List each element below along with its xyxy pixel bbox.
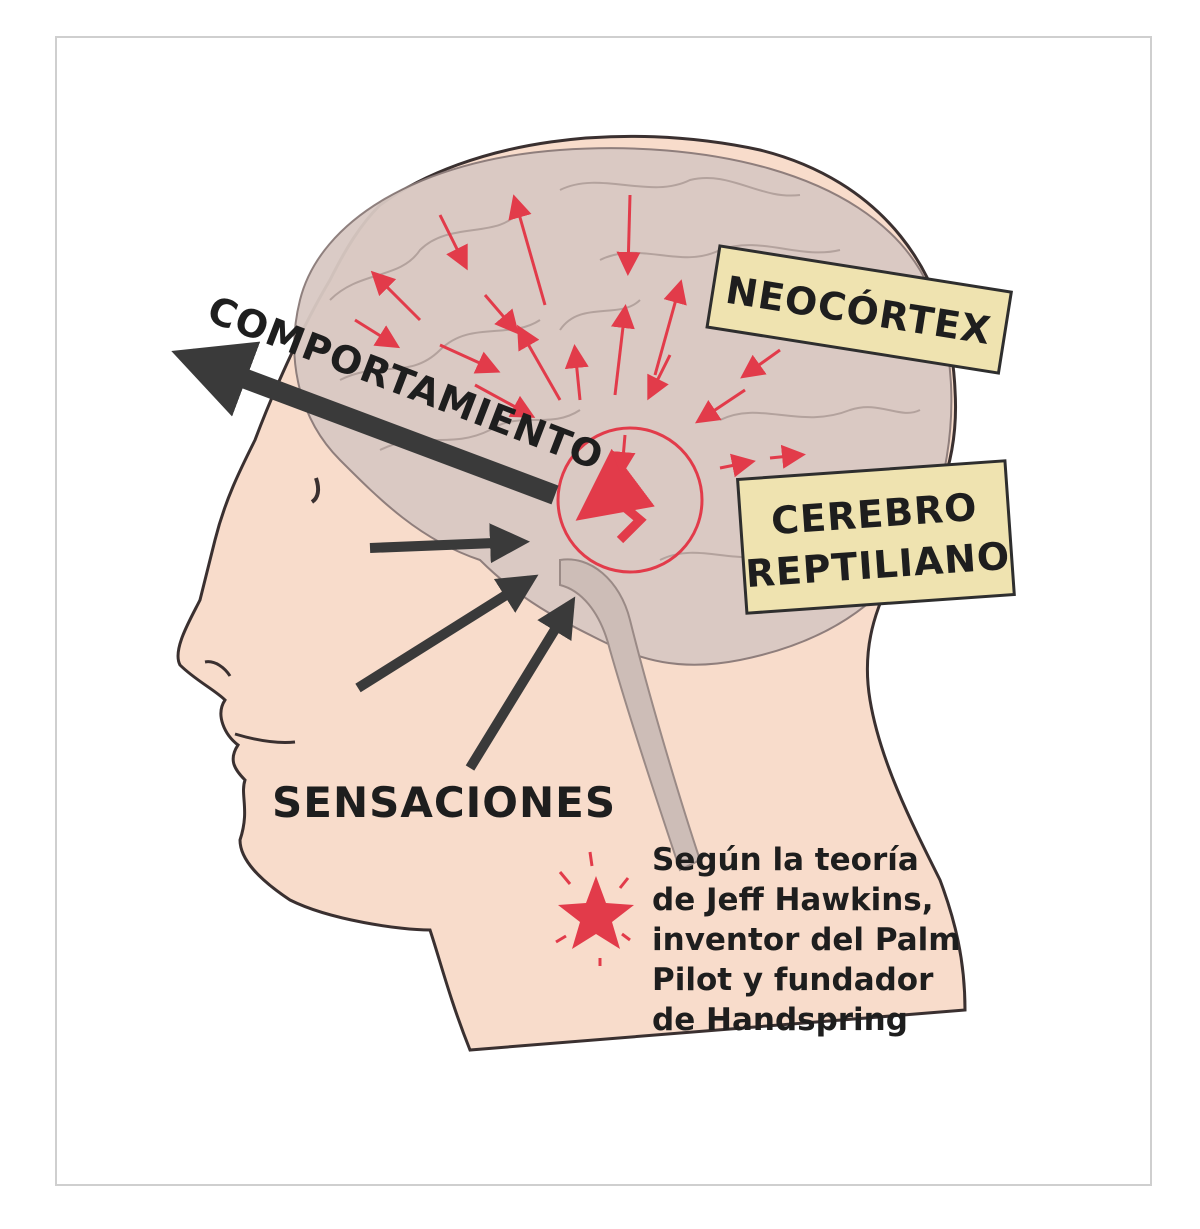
- note-line-4: Pilot y fundador: [652, 962, 934, 998]
- behavior-arrow: [171, 341, 559, 505]
- thalamus-circle: [556, 426, 704, 574]
- red-signal-arrows: [354, 194, 806, 478]
- note-line-3: inventor del Palm: [652, 922, 961, 958]
- eye-mark: [310, 477, 321, 504]
- note-line-5: de Handspring: [652, 1002, 908, 1038]
- sensations-label: SENSACIONES: [272, 778, 616, 827]
- brain-stem: [559, 558, 702, 872]
- star-icon: [555, 851, 634, 966]
- neocortex-label-box: NEOCÓRTEX: [705, 244, 1014, 375]
- note-line-1: Según la teoría: [652, 842, 919, 878]
- note-line-2: de Jeff Hawkins,: [652, 882, 934, 918]
- mouth-mark: [234, 732, 296, 744]
- reptilian-label-box: CEREBRO REPTILIANO: [735, 459, 1016, 615]
- attribution-note: Según la teoría de Jeff Hawkins, invento…: [652, 842, 961, 1038]
- sensation-arrows: [355, 523, 576, 771]
- loop-arrow: [575, 448, 655, 544]
- nose-mark: [204, 660, 232, 677]
